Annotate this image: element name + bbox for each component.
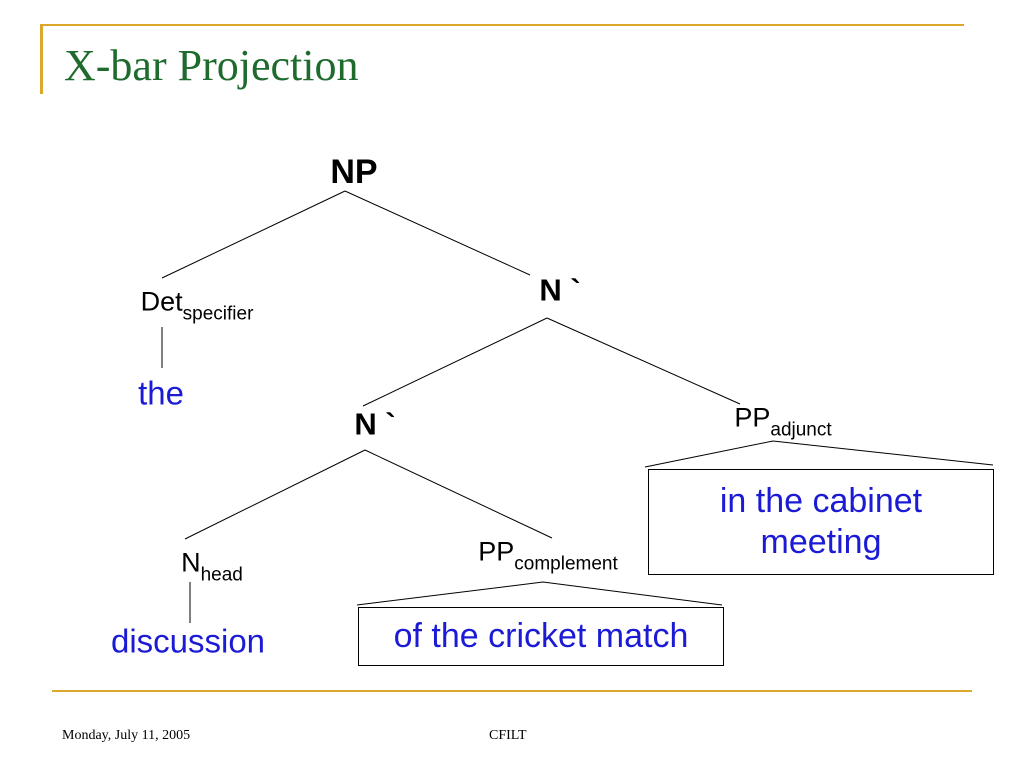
word-the: the <box>138 374 184 412</box>
branch-np-nbar <box>344 190 531 276</box>
triangle-complement <box>356 581 723 606</box>
node-nbar-mid: N ` <box>354 406 396 442</box>
left-rule <box>40 24 43 94</box>
footer-date: Monday, July 11, 2005 <box>62 728 191 743</box>
branch-nbar-ppadj <box>546 317 741 405</box>
complement-phrase-box: of the cricket match <box>358 607 724 666</box>
node-n-head: Nhead <box>181 547 243 586</box>
node-nbar-top: N ` <box>539 272 581 308</box>
footer-org: CFILT <box>489 728 527 743</box>
node-np: NP <box>330 153 378 191</box>
top-rule <box>40 24 964 26</box>
node-pp-complement: PPcomplement <box>478 536 618 575</box>
adjunct-phrase-text: in the cabinet meeting <box>719 482 923 561</box>
branch-nbar-nhead <box>184 449 366 540</box>
triangle-adjunct <box>644 440 994 468</box>
branch-np-det <box>161 190 346 279</box>
node-pp-adjunct: PPadjunct <box>734 402 832 441</box>
adjunct-phrase-box: in the cabinet meeting <box>648 469 994 575</box>
word-discussion: discussion <box>110 622 266 660</box>
node-det-specifier: Detspecifier <box>140 286 254 325</box>
bottom-rule <box>52 690 972 692</box>
branch-nbar-ppcomp <box>364 449 553 539</box>
complement-phrase-text: of the cricket match <box>393 617 689 656</box>
branch-nbar-nbar <box>362 317 548 407</box>
slide-title: X-bar Projection <box>64 41 359 90</box>
